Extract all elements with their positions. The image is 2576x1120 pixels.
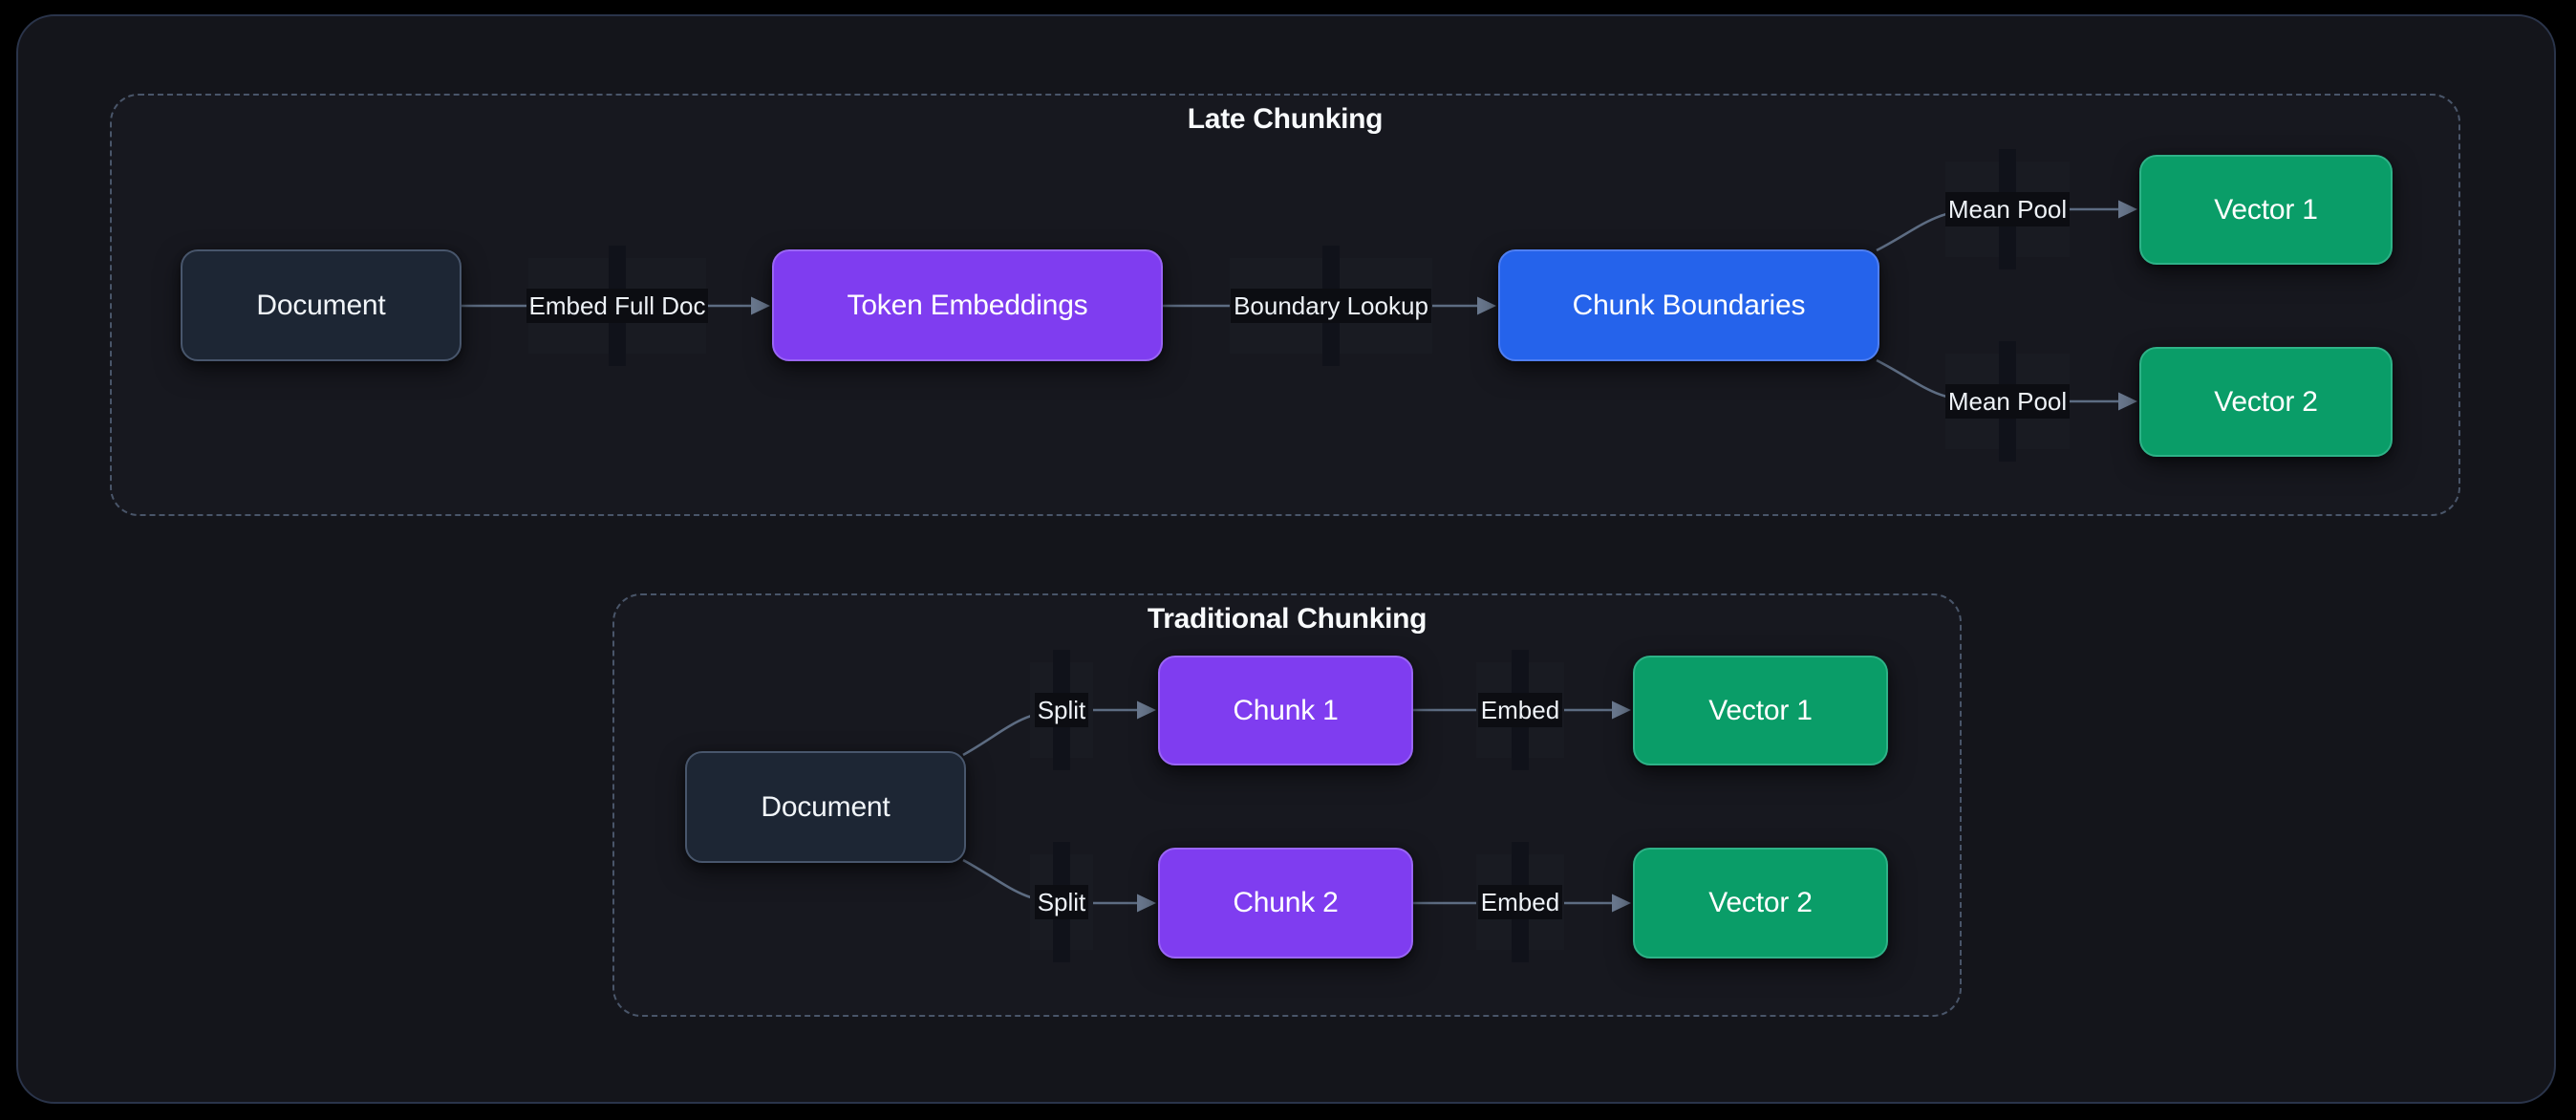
arrowhead-icon <box>1137 700 1156 720</box>
arrowhead-icon <box>1477 296 1496 315</box>
arrowhead-icon <box>1612 700 1631 720</box>
node-late-vector-1[interactable]: Vector 1 <box>2139 155 2393 265</box>
edge-label-mean-pool-1: Mean Pool <box>1944 149 2071 269</box>
edge-label-split-1: Split <box>1030 650 1093 770</box>
node-late-chunk-boundaries[interactable]: Chunk Boundaries <box>1498 249 1879 361</box>
traditional-chunking-title: Traditional Chunking <box>1147 603 1428 635</box>
edge-label-text: Embed <box>1477 693 1563 727</box>
edge-label-text: Mean Pool <box>1944 384 2071 419</box>
edge-label-text: Split <box>1034 885 1089 919</box>
edge-label-boundary-lookup: Boundary Lookup <box>1230 246 1432 366</box>
edge-label-text: Mean Pool <box>1944 192 2071 226</box>
edge-label-embed-full-doc: Embed Full Doc <box>526 246 709 366</box>
node-trad-document[interactable]: Document <box>685 751 966 863</box>
late-chunking-title: Late Chunking <box>1187 103 1384 135</box>
node-trad-vector-1[interactable]: Vector 1 <box>1633 656 1888 765</box>
arrowhead-icon <box>2118 200 2137 219</box>
edge-label-text: Boundary Lookup <box>1231 289 1431 323</box>
arrowhead-icon <box>2118 392 2137 411</box>
node-late-token-embeddings[interactable]: Token Embeddings <box>772 249 1163 361</box>
node-trad-chunk-1[interactable]: Chunk 1 <box>1158 656 1413 765</box>
edge-label-text: Embed <box>1477 885 1563 919</box>
node-late-document[interactable]: Document <box>181 249 462 361</box>
edge-label-text: Split <box>1034 693 1089 727</box>
edge-label-text: Embed Full Doc <box>526 289 709 323</box>
edge-label-embed-2: Embed <box>1476 842 1564 962</box>
arrowhead-icon <box>1137 894 1156 913</box>
node-trad-vector-2[interactable]: Vector 2 <box>1633 848 1888 958</box>
edge-label-split-2: Split <box>1030 842 1093 962</box>
node-late-vector-2[interactable]: Vector 2 <box>2139 347 2393 457</box>
arrowhead-icon <box>1612 894 1631 913</box>
edge-label-mean-pool-2: Mean Pool <box>1944 341 2071 462</box>
edge-label-embed-1: Embed <box>1476 650 1564 770</box>
arrowhead-icon <box>751 296 770 315</box>
node-trad-chunk-2[interactable]: Chunk 2 <box>1158 848 1413 958</box>
